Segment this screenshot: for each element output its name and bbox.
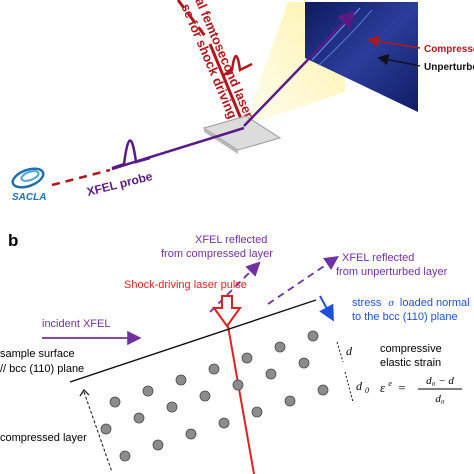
svg-text:ε e =: ε e = [380,374,406,395]
sample-plate-edge [204,128,238,154]
formula-eq: = [398,380,405,395]
atom [241,352,253,364]
atom [175,374,187,386]
atom [232,379,244,391]
strain-line2: elastic strain [380,357,441,369]
atom [199,390,211,402]
atom [109,396,121,408]
atom [307,330,319,342]
laser-beam [208,43,246,127]
sacla-logo-text: SACLA [12,192,46,203]
probe-beam [111,126,245,171]
probe-pulse-icon [111,139,151,170]
formula-epsilon: ε [380,380,386,395]
atom-lattice [100,330,329,462]
atom [317,384,329,396]
detector-ring-1 [311,7,361,61]
sample-plate [202,115,282,151]
reflected-compressed-line2: from compressed layer [161,248,273,260]
d-label: d [346,344,353,358]
d0-sub: 0 [365,386,369,395]
atom [274,341,286,353]
sacla-logo: SACLA [11,167,46,203]
atom [166,401,178,413]
atom [251,406,263,418]
reflected-compressed-line1: XFEL reflected [195,234,267,246]
atom [100,423,112,435]
shock-label: Shock-driving laser pulse [124,279,247,291]
shock-line [227,325,255,474]
d0-spacing-bar [344,371,354,403]
compressed-layer-bracket [83,391,113,473]
stress-sigma: σ [388,297,394,309]
reflected-beam [243,10,356,127]
formula-sup: e [388,379,392,388]
atom [133,412,145,424]
atom [119,450,131,462]
laser-beam-dashed [176,0,210,41]
panel-a: Compressed Unperturbed al femtosecond la… [11,0,474,203]
stress-arrow [319,295,334,322]
laser-pulse-icon [221,54,253,78]
detector-ring-2 [317,9,373,67]
atom [185,428,197,440]
unperturbed-arrow [377,54,421,67]
compressed-bracket-top-arrow [79,389,90,397]
stress-line1: stress σ loaded normal [352,297,470,309]
shock-arrow [212,295,242,328]
stress-suffix: loaded normal [400,297,470,309]
detector-plate [305,2,418,112]
atom [208,363,220,375]
atom [284,395,296,407]
stress-prefix: stress [352,297,382,309]
reflected-unperturbed-line2: from unperturbed layer [336,266,448,278]
compressed-arrow [367,35,421,49]
incident-label: incident XFEL [42,318,110,330]
unperturbed-label: Unperturbed [424,62,474,73]
strain-formula: ε e = d₀ − d d₀ [380,374,462,405]
d-spacing-bar [336,341,344,363]
surface-line1: sample surface [0,348,75,360]
formula-denominator: d₀ [435,393,445,405]
strain-line1: compressive [380,343,442,355]
d0-label: d 0 [356,379,369,395]
formula-numerator: d₀ − d [426,375,454,387]
reflected-unperturbed-beam [267,255,339,305]
panel-b: b XFEL reflected from compressed layer X… [0,231,470,474]
sample-surface-line [69,299,317,383]
surface-line2: // bcc (110) plane [0,363,84,375]
atom [265,368,277,380]
compressed-layer-label: compressed layer [0,432,87,444]
reflected-unperturbed-line1: XFEL reflected [342,252,414,264]
atom [142,385,154,397]
atom [298,357,310,369]
stress-line2: to the bcc (110) plane [352,311,458,323]
atom [152,439,164,451]
probe-beam-dashed [51,168,111,187]
compressed-label: Compressed [424,44,474,55]
atom [218,417,230,429]
panel-b-label: b [8,231,18,250]
d0-base: d [356,379,363,393]
